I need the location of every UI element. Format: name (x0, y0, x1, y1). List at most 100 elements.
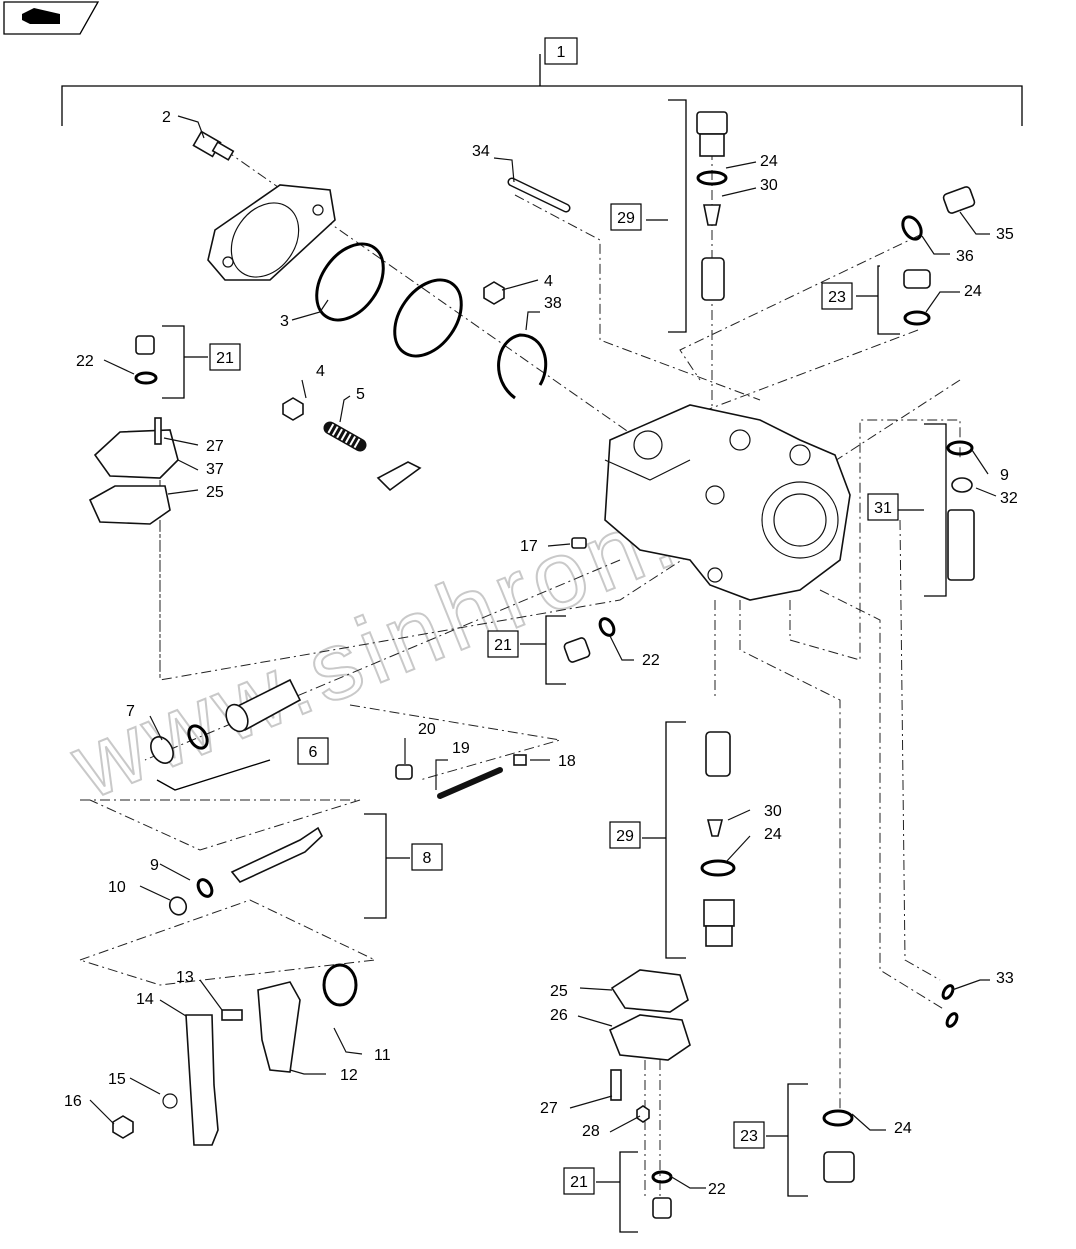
callout-24: 24 (964, 283, 982, 300)
callout-34: 34 (472, 143, 490, 160)
callout-3: 3 (280, 313, 289, 330)
callout-13: 13 (176, 969, 194, 986)
nut-part (282, 397, 304, 421)
callout-29-box: 29 (616, 828, 634, 845)
callout-14: 14 (136, 991, 154, 1008)
assembly-bracket (61, 37, 1023, 126)
fitting-part (513, 754, 527, 766)
callout-31-box: 31 (874, 500, 892, 517)
callout-10: 10 (108, 879, 126, 896)
callout-27: 27 (206, 438, 224, 455)
o-ring-part (945, 1012, 959, 1028)
callout-18: 18 (558, 753, 576, 770)
shaft-part (230, 826, 323, 883)
o-ring-part (134, 371, 158, 385)
callout-22: 22 (76, 353, 94, 370)
callout-22: 22 (708, 1181, 726, 1198)
plug-part (903, 269, 931, 289)
bracket-part (376, 461, 422, 492)
o-ring-part (651, 1170, 673, 1184)
spring-part (322, 963, 358, 1007)
plug-part (563, 637, 591, 663)
callout-27: 27 (540, 1100, 558, 1117)
lever-part (257, 981, 301, 1073)
callout-6-box: 6 (309, 744, 318, 761)
washer-part (162, 1093, 178, 1109)
o-ring-part (598, 617, 616, 637)
snap-ring-part (497, 333, 548, 400)
plug-part (571, 537, 587, 549)
sleeve-part (395, 764, 413, 780)
o-ring-part (822, 1109, 854, 1127)
nut-part (112, 1115, 134, 1139)
bolt-part (192, 130, 235, 161)
callout-21-box: 21 (494, 637, 512, 654)
o-ring-part (941, 984, 955, 1000)
callout-21-box: 21 (216, 350, 234, 367)
fitting-part (947, 509, 975, 581)
callout-19: 19 (452, 740, 470, 757)
leader-lines (89, 115, 997, 1189)
callout-8-box: 8 (423, 850, 432, 867)
relief-valve-part (696, 111, 728, 301)
o-ring-part (187, 724, 209, 750)
ring-part (150, 736, 174, 764)
callout-25: 25 (206, 484, 224, 501)
callout-21-box: 21 (570, 1174, 588, 1191)
callout-22: 22 (642, 652, 660, 669)
callout-35: 35 (996, 226, 1014, 243)
bolt-part (154, 417, 162, 445)
o-ring-part (393, 278, 463, 358)
callout-17: 17 (520, 538, 538, 555)
callout-38: 38 (544, 295, 562, 312)
callout-7: 7 (126, 703, 135, 720)
callout-labels: 2 3 4 34 24 30 35 36 24 38 4 5 22 27 37 … (64, 109, 1018, 1198)
relief-valve-part (700, 731, 736, 947)
o-ring-part (196, 878, 214, 898)
plug-part (942, 186, 976, 214)
cover-plate-part (207, 184, 336, 281)
pin-part (437, 767, 503, 799)
callout-9: 9 (1000, 467, 1009, 484)
callout-11: 11 (374, 1047, 391, 1064)
callout-26: 26 (550, 1007, 568, 1024)
callout-24: 24 (764, 826, 782, 843)
plate-part (185, 1014, 219, 1146)
callout-16: 16 (64, 1093, 82, 1110)
o-ring-part (903, 310, 931, 326)
rod-part (507, 177, 571, 213)
nut-part (483, 281, 505, 305)
callout-23-box: 23 (740, 1128, 758, 1145)
ring-part (168, 896, 188, 916)
callout-4: 4 (544, 273, 553, 290)
plug-part (135, 335, 155, 355)
flange-part (608, 1014, 691, 1061)
callout-25: 25 (550, 983, 568, 1000)
callout-36: 36 (956, 248, 974, 265)
callout-9: 9 (150, 857, 159, 874)
callout-28: 28 (582, 1123, 600, 1140)
callout-4: 4 (316, 363, 325, 380)
callout-30: 30 (764, 803, 782, 820)
callout-20: 20 (418, 721, 436, 738)
callout-32: 32 (1000, 490, 1018, 507)
gasket-part (610, 969, 689, 1013)
flange-part (93, 429, 179, 479)
callout-30: 30 (760, 177, 778, 194)
callout-23-box: 23 (828, 289, 846, 306)
bolt-part (610, 1069, 622, 1101)
callout-5: 5 (356, 386, 365, 403)
bolt-part (221, 1009, 243, 1021)
svg-text:1: 1 (557, 44, 566, 61)
spool-part (225, 678, 302, 733)
plug-part (652, 1197, 672, 1219)
ring-part (951, 477, 973, 493)
callout-15: 15 (108, 1071, 126, 1088)
callout-33: 33 (996, 970, 1014, 987)
gasket-part (88, 485, 171, 525)
callout-main-box: 1 (557, 44, 566, 61)
callout-37: 37 (206, 461, 224, 478)
book-navigation-icon[interactable] (3, 1, 100, 35)
o-ring-part (946, 440, 974, 456)
